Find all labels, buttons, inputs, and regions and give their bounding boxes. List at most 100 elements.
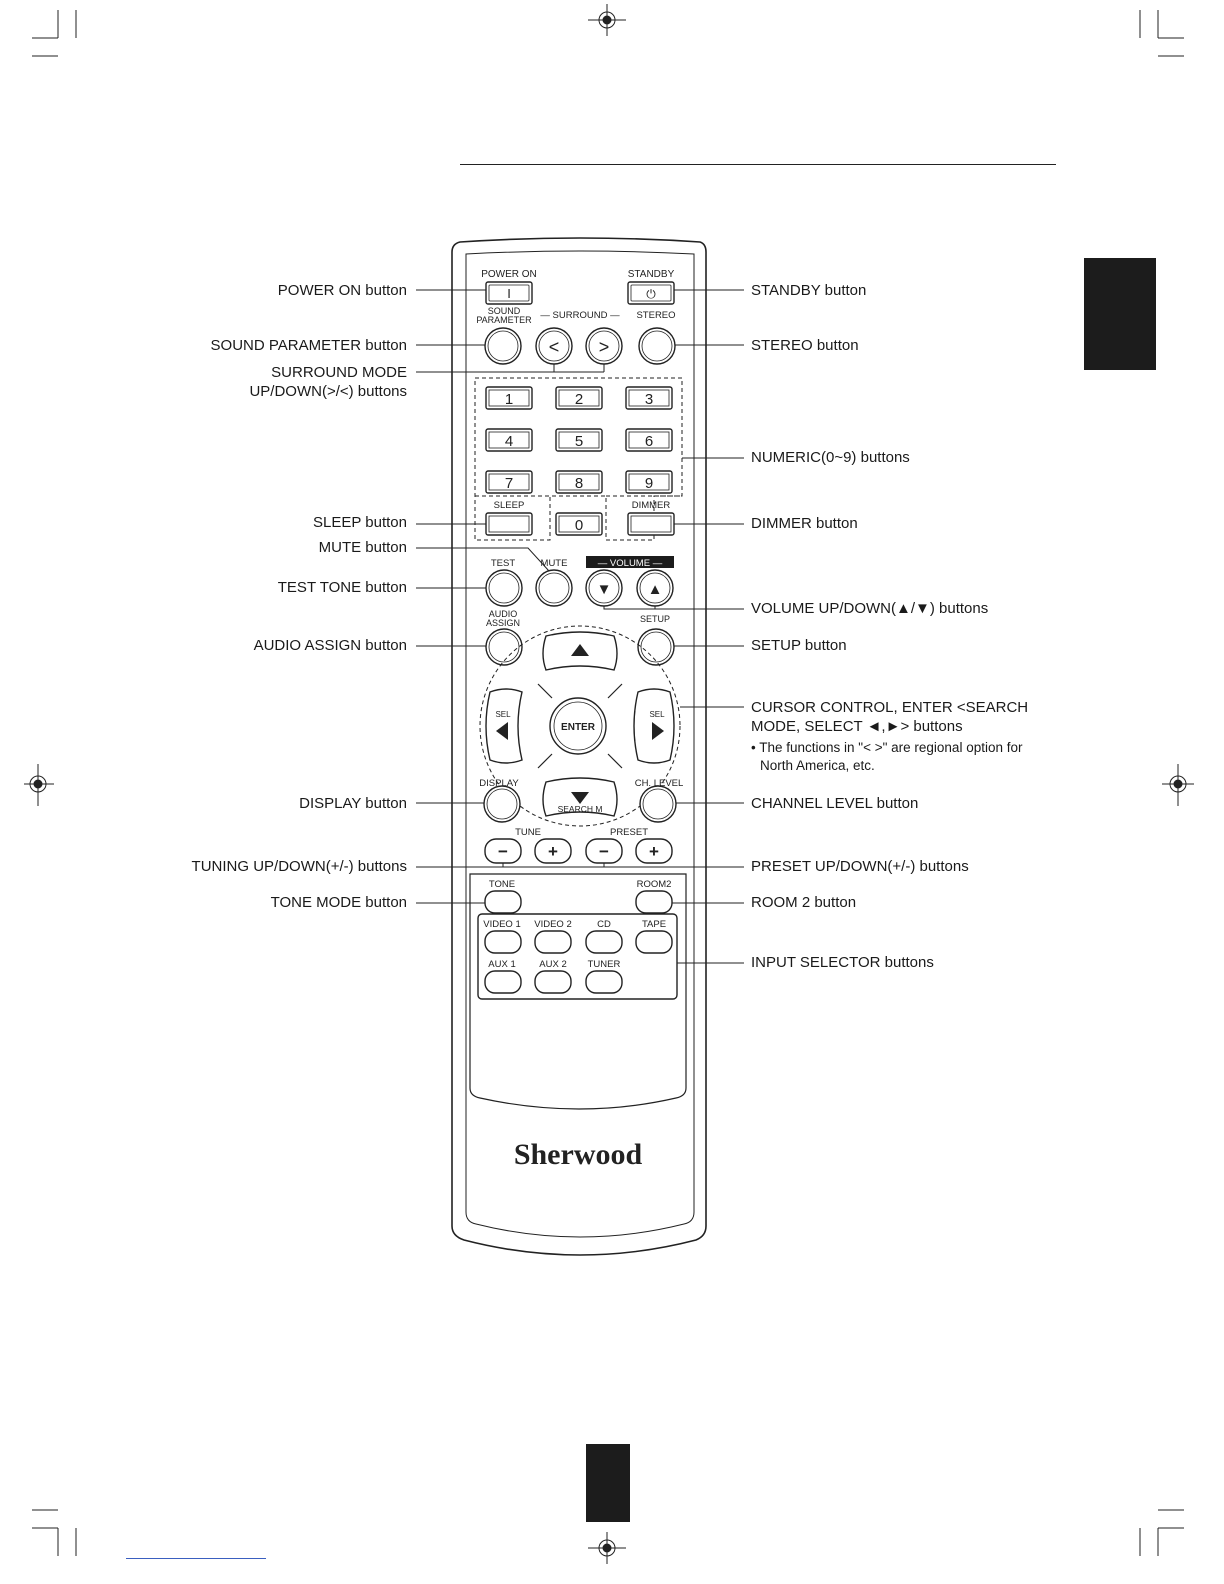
sleep-caption: SLEEP xyxy=(494,500,525,511)
sel-left-label: SEL xyxy=(495,710,511,719)
volume-up-glyph: ▲ xyxy=(648,581,663,598)
callout-room2: ROOM 2 button xyxy=(751,894,857,911)
cursor-pad: ENTER SEL SEL SEARCH M xyxy=(479,625,681,827)
video1-button xyxy=(484,930,522,954)
digit-5-label: 5 xyxy=(575,433,583,450)
volume-caption: — VOLUME — xyxy=(598,558,663,569)
tape-caption: TAPE xyxy=(642,919,666,930)
video1-caption: VIDEO 1 xyxy=(483,919,521,930)
digit-7-button xyxy=(485,470,533,494)
callout-test-tone: TEST TONE button xyxy=(277,579,407,596)
callout-tuning: TUNING UP/DOWN(+/-) buttons xyxy=(191,858,407,875)
aux2-caption: AUX 2 xyxy=(539,959,566,970)
header-rule xyxy=(460,164,1056,165)
power-on-key-glyph: I xyxy=(507,286,511,301)
tune-caption: TUNE xyxy=(515,827,541,838)
tone-mode-button xyxy=(484,890,522,914)
sound-caption-1: SOUND xyxy=(488,306,521,316)
audio-caption-2: ASSIGN xyxy=(486,618,520,628)
digit-2-label: 2 xyxy=(575,391,583,408)
volume-caption-band xyxy=(586,556,674,568)
callout-numeric: NUMERIC(0~9) buttons xyxy=(751,449,910,466)
mute-caption: MUTE xyxy=(541,558,568,569)
standby-caption: STANDBY xyxy=(628,269,675,280)
callout-volume: VOLUME UP/DOWN(▲/▼) buttons xyxy=(751,600,989,617)
page-number-tab xyxy=(586,1444,630,1522)
leader-lines xyxy=(416,289,744,964)
callout-setup: SETUP button xyxy=(751,637,847,654)
digit-3-label: 3 xyxy=(645,391,653,408)
tone-caption: TONE xyxy=(489,879,515,890)
channel-level-button xyxy=(639,785,677,823)
callout-surround-mode-2: UP/DOWN(>/<) buttons xyxy=(249,383,407,400)
room2-caption: ROOM2 xyxy=(637,879,672,890)
callout-note-line-2: North America, etc. xyxy=(760,758,875,773)
callout-preset: PRESET UP/DOWN(+/-) buttons xyxy=(751,858,969,875)
cursor-down-icon xyxy=(571,792,589,804)
cd-caption: CD xyxy=(597,919,611,930)
preset-up-button xyxy=(635,838,673,864)
digit-5-button xyxy=(555,428,603,452)
registration-mark-left xyxy=(24,764,54,806)
display-button xyxy=(483,785,521,823)
callout-cursor-2: MODE, SELECT ◄,►> buttons xyxy=(751,718,963,735)
display-caption: DISPLAY xyxy=(479,778,519,789)
digit-9-button xyxy=(625,470,673,494)
digit-3-button xyxy=(625,386,673,410)
stereo-button xyxy=(638,327,676,365)
aux1-caption: AUX 1 xyxy=(488,959,515,970)
cursor-left-icon xyxy=(496,722,508,740)
mute-button xyxy=(535,569,573,607)
sound-parameter-button xyxy=(484,327,522,365)
callout-channel-level: CHANNEL LEVEL button xyxy=(751,795,919,812)
digit-0-button xyxy=(555,512,603,536)
callout-tone-mode: TONE MODE button xyxy=(270,894,407,911)
tuner-button xyxy=(585,970,623,994)
test-tone-button xyxy=(485,569,523,607)
video2-button xyxy=(534,930,572,954)
cursor-up-icon xyxy=(571,644,589,656)
volume-down-glyph: ▼ xyxy=(597,581,612,598)
registration-mark-right xyxy=(1162,764,1194,806)
test-caption: TEST xyxy=(491,558,515,569)
digit-1-button xyxy=(485,386,533,410)
callout-cursor-1: CURSOR CONTROL, ENTER <SEARCH xyxy=(751,699,1029,716)
audio-caption-1: AUDIO xyxy=(489,609,518,619)
numeric-group-outline xyxy=(474,377,683,541)
digit-4-button xyxy=(485,428,533,452)
callout-input-selector: INPUT SELECTOR buttons xyxy=(751,954,934,971)
callout-standby: STANDBY button xyxy=(751,282,867,299)
callout-note-line-1: • The functions in "< >" are regional op… xyxy=(751,740,1023,755)
surround-up-glyph: > xyxy=(599,337,610,357)
digit-0-label: 0 xyxy=(575,517,583,534)
aux1-button xyxy=(484,970,522,994)
digit-8-label: 8 xyxy=(575,475,583,492)
digit-4-label: 4 xyxy=(505,433,513,450)
tune-minus-glyph: − xyxy=(498,842,508,861)
video2-caption: VIDEO 2 xyxy=(534,919,572,930)
digit-2-button xyxy=(555,386,603,410)
cursor-right-icon xyxy=(652,722,664,740)
audio-assign-button xyxy=(485,628,523,666)
registration-mark-top xyxy=(588,4,626,36)
standby-icon: ⏻ xyxy=(646,287,656,301)
aux2-button xyxy=(534,970,572,994)
enter-button xyxy=(549,697,607,755)
dimmer-caption: DIMMER xyxy=(632,500,671,511)
digit-6-label: 6 xyxy=(645,433,653,450)
callout-audio-assign: AUDIO ASSIGN button xyxy=(253,637,407,654)
crop-marks xyxy=(32,10,1184,1556)
surround-down-glyph: < xyxy=(549,337,560,357)
ch-level-caption: CH. LEVEL xyxy=(635,778,684,789)
standby-button xyxy=(627,281,675,305)
callout-surround-mode-1: SURROUND MODE xyxy=(271,364,407,381)
callout-sound-parameter: SOUND PARAMETER button xyxy=(210,337,407,354)
setup-caption: SETUP xyxy=(640,614,670,624)
tuner-caption: TUNER xyxy=(588,959,621,970)
digit-8-button xyxy=(555,470,603,494)
callout-power-on: POWER ON button xyxy=(277,282,407,299)
tune-up-button xyxy=(534,838,572,864)
callout-mute: MUTE button xyxy=(318,539,407,556)
cursor-pad-outline xyxy=(479,625,681,827)
